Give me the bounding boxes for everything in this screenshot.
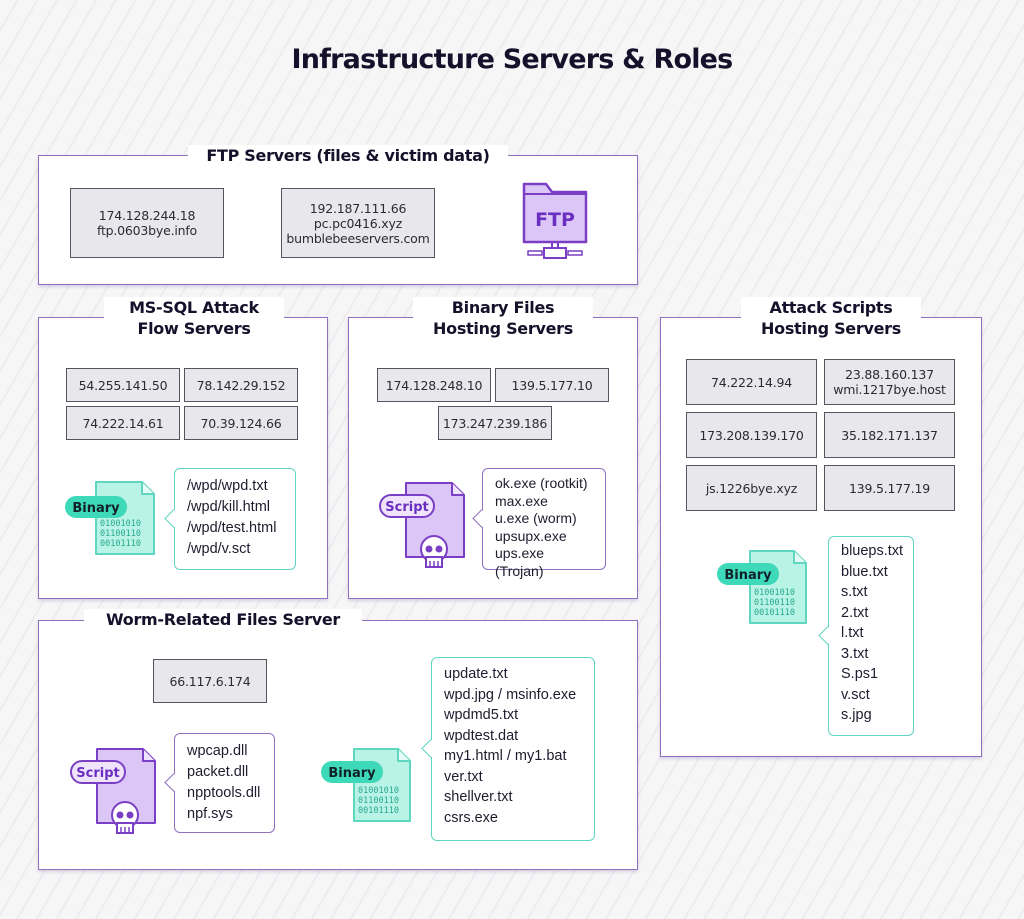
file-item: max.exe bbox=[495, 492, 548, 509]
server-ip: 74.222.14.94 bbox=[710, 374, 793, 390]
file-item: shellver.txt bbox=[444, 789, 513, 805]
svg-text:01001010: 01001010 bbox=[100, 519, 141, 529]
script-badge: Script bbox=[385, 500, 428, 515]
svg-text:01001010: 01001010 bbox=[358, 786, 399, 796]
server-box: 23.88.160.137 wmi.1217bye.host bbox=[824, 359, 955, 405]
file-item: packet.dll bbox=[187, 764, 249, 780]
server-box: 74.222.14.61 bbox=[66, 406, 180, 440]
script-badge: Script bbox=[76, 766, 119, 781]
server-box: 54.255.141.50 bbox=[66, 368, 180, 402]
server-domain: js.1226bye.xyz bbox=[705, 480, 798, 496]
server-ip: 173.208.139.170 bbox=[699, 427, 804, 443]
server-ip: 174.128.244.18 bbox=[98, 208, 196, 223]
svg-text:00101110: 00101110 bbox=[358, 806, 399, 816]
file-item: /wpd/v.sct bbox=[187, 541, 251, 557]
server-box: 74.222.14.94 bbox=[686, 359, 817, 405]
file-item: blueps.txt bbox=[841, 543, 904, 559]
file-item: upsupx.exe bbox=[495, 527, 567, 544]
server-ip: 35.182.171.137 bbox=[841, 427, 938, 443]
skull-icon bbox=[111, 801, 139, 834]
server-domain: pc.pc0416.xyz bbox=[313, 215, 403, 231]
file-item: wpdtest.dat bbox=[444, 727, 519, 744]
file-item: s.jpg bbox=[841, 707, 872, 723]
svg-text:01100110: 01100110 bbox=[358, 796, 399, 806]
file-item: wpcap.dll bbox=[187, 743, 248, 759]
file-item: update.txt bbox=[444, 666, 508, 682]
server-ip: 192.187.111.66 bbox=[309, 200, 407, 216]
file-list-callout: wpcap.dll packet.dll npptools.dll npf.sy… bbox=[174, 733, 275, 833]
server-box: 70.39.124.66 bbox=[184, 406, 298, 440]
server-ip: 139.5.177.19 bbox=[848, 480, 931, 496]
skull-icon bbox=[420, 535, 448, 568]
file-item: csrs.exe bbox=[444, 809, 498, 826]
file-item: u.exe (worm) bbox=[495, 510, 577, 526]
ftp-icon-label: FTP bbox=[535, 209, 575, 231]
server-box: js.1226bye.xyz bbox=[686, 465, 817, 511]
server-domain: wmi.1217bye.host bbox=[833, 382, 946, 397]
file-item: 3.txt bbox=[841, 645, 869, 662]
server-box: 66.117.6.174 bbox=[153, 659, 267, 703]
server-box: 78.142.29.152 bbox=[184, 368, 298, 402]
server-ip: 23.88.160.137 bbox=[845, 367, 934, 382]
binary-badge: Binary bbox=[724, 568, 772, 583]
panel-title-line: Hosting Servers bbox=[761, 319, 901, 338]
file-item: ok.exe (rootkit) bbox=[495, 475, 588, 491]
binary-file-icon: 01001010 01100110 00101110 Binary bbox=[320, 747, 415, 827]
file-list-callout: ok.exe (rootkit) max.exe u.exe (worm) up… bbox=[482, 468, 606, 579]
file-item: npf.sys bbox=[187, 806, 233, 822]
worm-panel-title: Worm-Related Files Server bbox=[84, 609, 362, 630]
script-file-icon: Script bbox=[69, 747, 164, 842]
binary-badge: Binary bbox=[328, 766, 376, 781]
attack-scripts-panel-title: Attack Scripts Hosting Servers bbox=[741, 297, 921, 339]
file-item: v.sct bbox=[841, 686, 870, 703]
server-box: 173.247.239.186 bbox=[438, 406, 552, 440]
file-item: npptools.dll bbox=[187, 785, 261, 801]
server-domain: ftp.0603bye.info bbox=[96, 223, 198, 238]
panel-title-line: Binary Files bbox=[451, 298, 555, 317]
server-box: 139.5.177.10 bbox=[495, 368, 609, 402]
file-list-callout: update.txt wpd.jpg / msinfo.exe wpdmd5.t… bbox=[431, 657, 595, 841]
file-list-callout: /wpd/wpd.txt /wpd/kill.html /wpd/test.ht… bbox=[174, 468, 296, 570]
file-item: l.txt bbox=[841, 625, 864, 641]
ftp-panel-title: FTP Servers (files & victim data) bbox=[188, 145, 508, 166]
server-box: 173.208.139.170 bbox=[686, 412, 817, 458]
binary-file-icon: 01001010 01100110 00101110 Binary bbox=[716, 549, 811, 629]
panel-title-line: Hosting Servers bbox=[433, 319, 573, 338]
file-item: /wpd/kill.html bbox=[187, 499, 270, 515]
svg-text:01100110: 01100110 bbox=[100, 529, 141, 539]
file-item: ver.txt bbox=[444, 768, 483, 785]
panel-title-line: MS-SQL Attack bbox=[129, 298, 259, 317]
file-item: wpd.jpg / msinfo.exe bbox=[444, 686, 577, 703]
file-item: blue.txt bbox=[841, 563, 888, 580]
server-box: 35.182.171.137 bbox=[824, 412, 955, 458]
file-item: wpdmd5.txt bbox=[444, 707, 519, 723]
svg-text:00101110: 00101110 bbox=[754, 608, 795, 618]
server-box: 139.5.177.19 bbox=[824, 465, 955, 511]
server-domain: bumblebeeservers.com bbox=[286, 230, 430, 246]
file-item: my1.html / my1.bat bbox=[444, 748, 567, 764]
file-item: 2.txt bbox=[841, 604, 869, 621]
binary-hosting-panel-title: Binary Files Hosting Servers bbox=[413, 297, 593, 339]
panel-title-line: Attack Scripts bbox=[769, 298, 893, 317]
svg-text:01001010: 01001010 bbox=[754, 588, 795, 598]
svg-text:00101110: 00101110 bbox=[100, 539, 141, 549]
file-item: /wpd/test.html bbox=[187, 520, 277, 536]
script-file-icon: Script bbox=[378, 481, 473, 576]
file-item: S.ps1 bbox=[841, 666, 879, 682]
panel-title-line: Flow Servers bbox=[137, 319, 251, 338]
file-item: /wpd/wpd.txt bbox=[187, 478, 268, 494]
svg-text:01100110: 01100110 bbox=[754, 598, 795, 608]
page-title: Infrastructure Servers & Roles bbox=[291, 44, 734, 75]
binary-badge: Binary bbox=[72, 501, 120, 516]
file-item: ups.exe (Trojan) bbox=[495, 545, 545, 579]
file-item: s.txt bbox=[841, 584, 868, 600]
server-box: 192.187.111.66 pc.pc0416.xyz bumblebeese… bbox=[281, 188, 435, 258]
ftp-folder-icon: FTP bbox=[520, 180, 592, 260]
binary-file-icon: 01001010 01100110 00101110 Binary bbox=[64, 480, 159, 560]
file-list-callout: blueps.txt blue.txt s.txt 2.txt l.txt 3.… bbox=[828, 536, 914, 736]
server-box: 174.128.248.10 bbox=[377, 368, 491, 402]
mssql-panel-title: MS-SQL Attack Flow Servers bbox=[104, 297, 284, 339]
server-box: 174.128.244.18 ftp.0603bye.info bbox=[70, 188, 224, 258]
